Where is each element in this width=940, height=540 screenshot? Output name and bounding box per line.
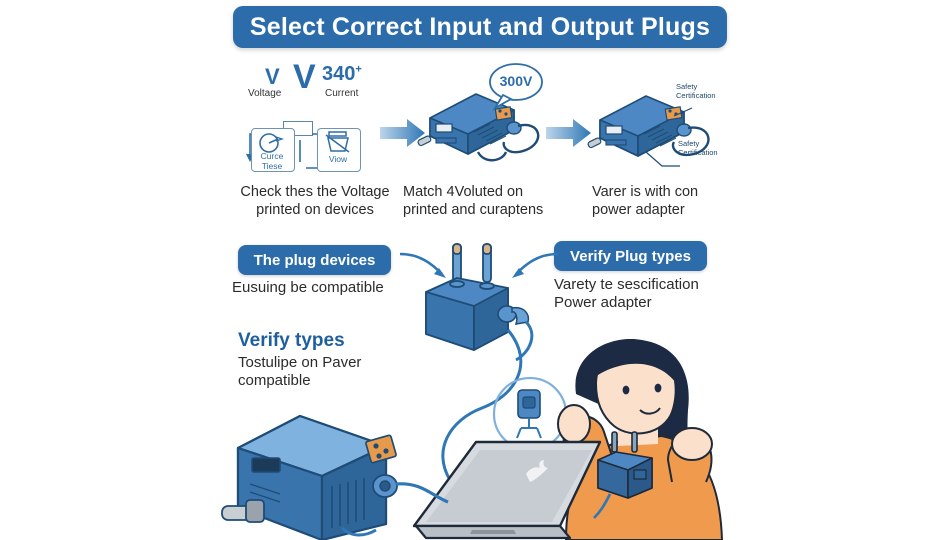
current-value-sup: + xyxy=(355,63,362,76)
current-value: 340+ xyxy=(322,63,362,85)
voltage-symbol-small: V xyxy=(265,64,280,89)
curved-arrow-icon-left xyxy=(399,252,446,278)
badge-verify-plug-types-label: Verify Plug types xyxy=(570,247,691,265)
safety-certification-label-bottom: Safety Certification xyxy=(678,139,718,157)
arrow-right-icon-2 xyxy=(546,119,591,147)
callout-bubble-300v xyxy=(489,63,543,111)
no-disposal-icon xyxy=(325,131,350,153)
plug-icon-handheld xyxy=(593,431,653,519)
flow-box-left-label: Curce Tiese xyxy=(260,151,284,171)
step-3-caption: Varer is with con power adapter xyxy=(592,184,699,218)
page-title-badge: Select Correct Input and Output Plugs xyxy=(233,6,727,48)
right-badge-subtext: Varety te sescification Power adapter xyxy=(554,276,699,311)
badge-the-plug-devices: The plug devices xyxy=(238,245,391,275)
gauge-icon xyxy=(259,133,285,153)
step-1-caption: Check thes the Voltage printed on device… xyxy=(240,184,390,218)
power-adapter-icon-3 xyxy=(587,95,710,167)
voltage-symbol-large: V xyxy=(293,58,316,96)
callout-300v-text: 300V xyxy=(499,73,533,89)
power-supply-icon xyxy=(221,414,449,540)
arrow-right-icon-1 xyxy=(380,119,425,147)
left-badge-subtext: Eusuing be compatible xyxy=(232,279,384,296)
badge-the-plug-devices-label: The plug devices xyxy=(253,251,376,269)
cable-routing xyxy=(441,329,523,481)
flow-box-right-label: Viow xyxy=(328,154,348,164)
lower-body: Tostulipe on Paver compatible xyxy=(238,354,362,389)
current-label: Current xyxy=(325,88,359,99)
laptop-icon xyxy=(412,440,602,540)
plug-icon-center xyxy=(425,243,534,362)
voltage-label: Voltage xyxy=(248,88,282,99)
safety-certification-label-top: Safety Certification xyxy=(676,82,716,100)
power-adapter-icon-2 xyxy=(417,93,540,162)
page-title: Select Correct Input and Output Plugs xyxy=(249,12,711,41)
badge-verify-plug-types: Verify Plug types xyxy=(554,241,707,271)
curved-arrow-icon-right xyxy=(512,252,559,278)
step-2-caption: Match 4Voluted on printed and curaptens xyxy=(403,184,544,218)
lower-heading: Verify types xyxy=(238,330,345,351)
